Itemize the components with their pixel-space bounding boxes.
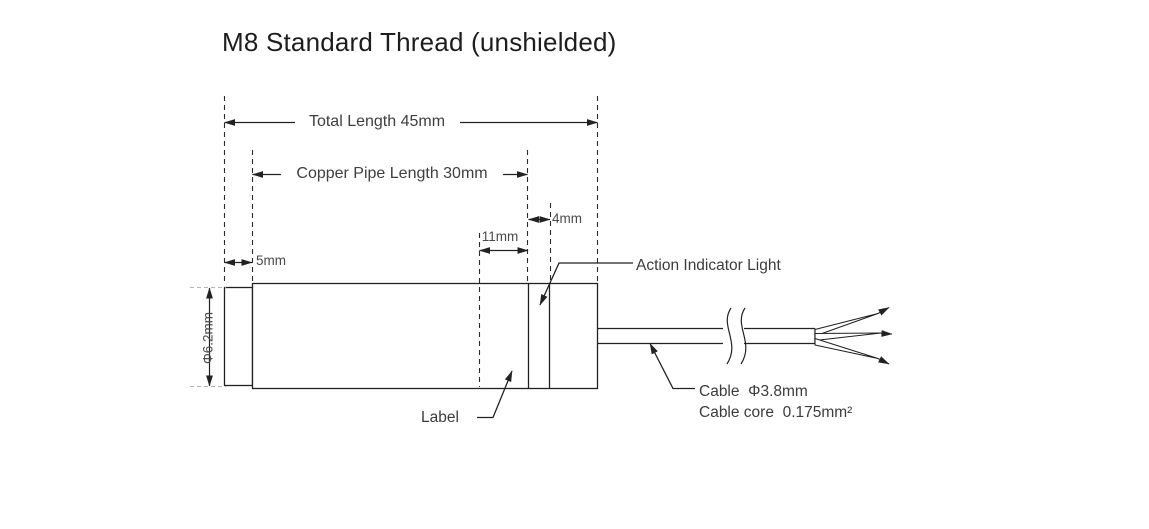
total-length-label: Total Length 45mm [308,113,446,130]
label-leader [477,370,513,419]
diameter-label: Φ6.2mm [200,311,216,365]
sensor-body [223,282,599,390]
copper-pipe-length-label: Copper Pipe Length 30mm [296,165,488,182]
wire-fan [814,307,893,365]
dim-5mm-label: 5mm [256,253,286,268]
label-callout: Label [421,409,459,426]
wire-bottom [814,337,879,360]
wire-top-tip [877,307,890,316]
wire-middle [814,332,882,342]
cable-leader [649,342,695,390]
wire-middle-tip [880,330,893,337]
sensing-head-rect [223,286,254,387]
dim-4mm-label: 4mm [552,211,582,226]
cable-break-mark-1 [726,307,733,365]
action-indicator-leader [539,262,633,306]
wire-top [814,312,879,337]
dim-11mm-label: 11mm [481,229,519,244]
wire-bottom-tip [877,356,890,365]
cable-break-mark-2 [740,307,747,365]
diagram-title: M8 Standard Thread (unshielded) [222,27,617,57]
action-indicator-label: Action Indicator Light [636,257,781,274]
cable-diameter-label: Cable Φ3.8mm [699,383,808,400]
dimension-lines [206,119,599,387]
cable-core-label: Cable core 0.175mm² [699,404,853,421]
copper-pipe-rect [251,282,599,390]
leader-lines [477,262,695,419]
cable [597,307,816,365]
